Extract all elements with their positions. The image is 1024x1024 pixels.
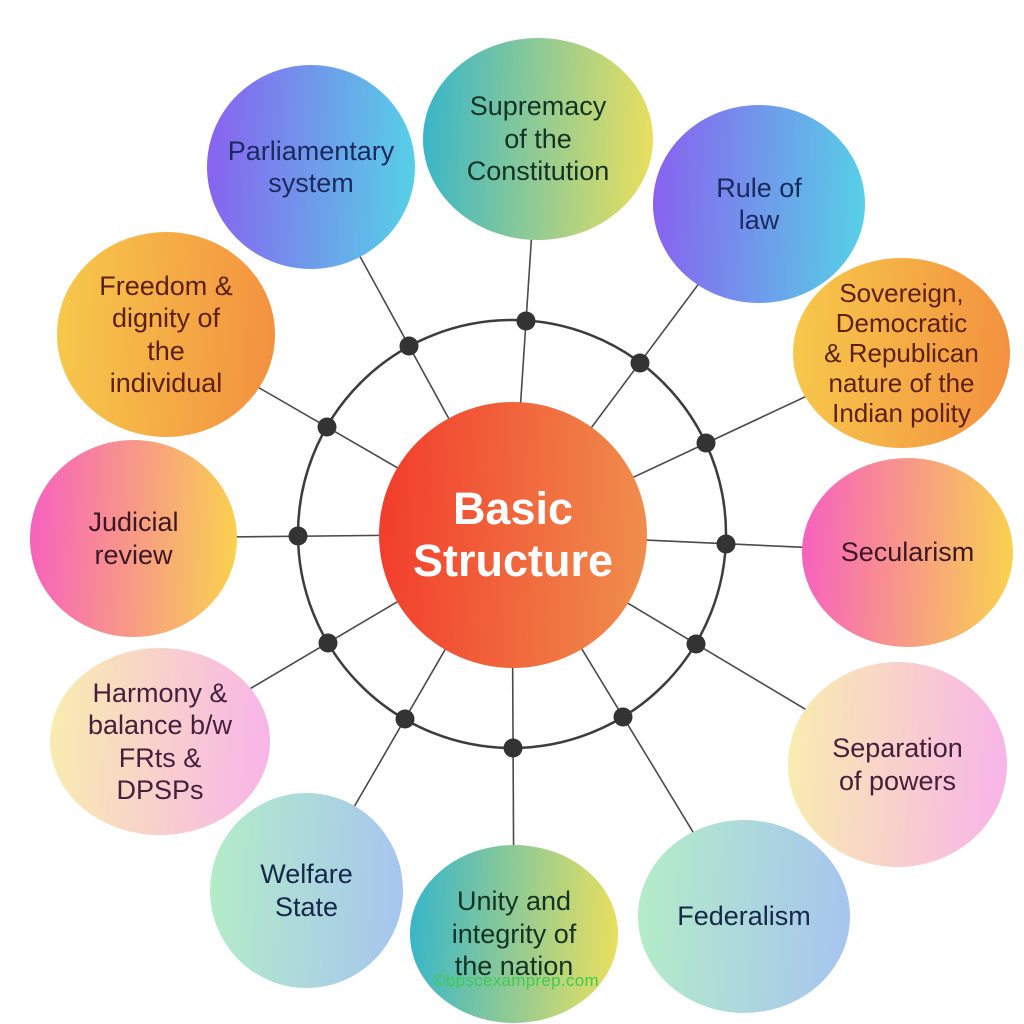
ring-node-dot bbox=[696, 433, 716, 453]
node-harmony-balance-frts-dpsps: Harmony & balance b/w FRts & DPSPs bbox=[50, 648, 270, 835]
node-parliamentary-system: Parliamentary system bbox=[207, 65, 415, 269]
node-welfare-state: Welfare State bbox=[210, 793, 403, 988]
node-label: Harmony & balance b/w FRts & DPSPs bbox=[87, 677, 233, 805]
node-label: Unity and integrity of the nation bbox=[451, 886, 577, 982]
node-supremacy-of-the-constitution: Supremacy of the Constitution bbox=[423, 38, 653, 240]
node-rule-of-law: Rule of law bbox=[653, 105, 865, 303]
ring-node-dot bbox=[318, 633, 338, 653]
node-label: Welfare State bbox=[260, 859, 353, 922]
node-label: Supremacy of the Constitution bbox=[466, 91, 610, 187]
node-separation-of-powers: Separation of powers bbox=[788, 662, 1007, 867]
ring-node-dot bbox=[630, 353, 650, 373]
node-secularism: Secularism bbox=[802, 458, 1013, 647]
center-node-label: Basic Structure bbox=[412, 483, 614, 586]
node-judicial-review: Judicial review bbox=[30, 440, 237, 637]
node-label: Separation of powers bbox=[832, 733, 963, 796]
ring-node-dot bbox=[613, 707, 633, 727]
node-freedom-dignity-of-the-individual: Freedom & dignity of the individual bbox=[57, 232, 275, 437]
ring-node-dot bbox=[395, 709, 415, 729]
ring-node-dot bbox=[686, 634, 706, 654]
ring-node-dot bbox=[516, 311, 536, 331]
node-label: Rule of law bbox=[716, 172, 802, 235]
center-node-basic-structure: Basic Structure bbox=[379, 402, 647, 668]
node-label: Secularism bbox=[840, 537, 975, 568]
ring-node-dot bbox=[317, 417, 337, 437]
ring-node-dot bbox=[716, 534, 736, 554]
ring-node-dot bbox=[503, 738, 523, 758]
node-label: Sovereign, Democratic & Republican natur… bbox=[824, 277, 979, 429]
node-label: Federalism bbox=[677, 901, 811, 932]
node-federalism: Federalism bbox=[638, 820, 850, 1013]
node-label: Parliamentary system bbox=[227, 135, 395, 198]
node-sovereign-democratic-republican-nature: Sovereign, Democratic & Republican natur… bbox=[793, 258, 1010, 448]
ring-node-dot bbox=[288, 526, 308, 546]
ring-node-dot bbox=[399, 336, 419, 356]
node-label: Freedom & dignity of the individual bbox=[99, 270, 233, 398]
node-label: Judicial review bbox=[88, 507, 179, 570]
node-unity-and-integrity-of-the-nation: Unity and integrity of the nation bbox=[410, 845, 618, 1023]
ring-dots bbox=[288, 311, 736, 758]
watermark-text: ©bpscexamprep.com bbox=[433, 971, 599, 990]
